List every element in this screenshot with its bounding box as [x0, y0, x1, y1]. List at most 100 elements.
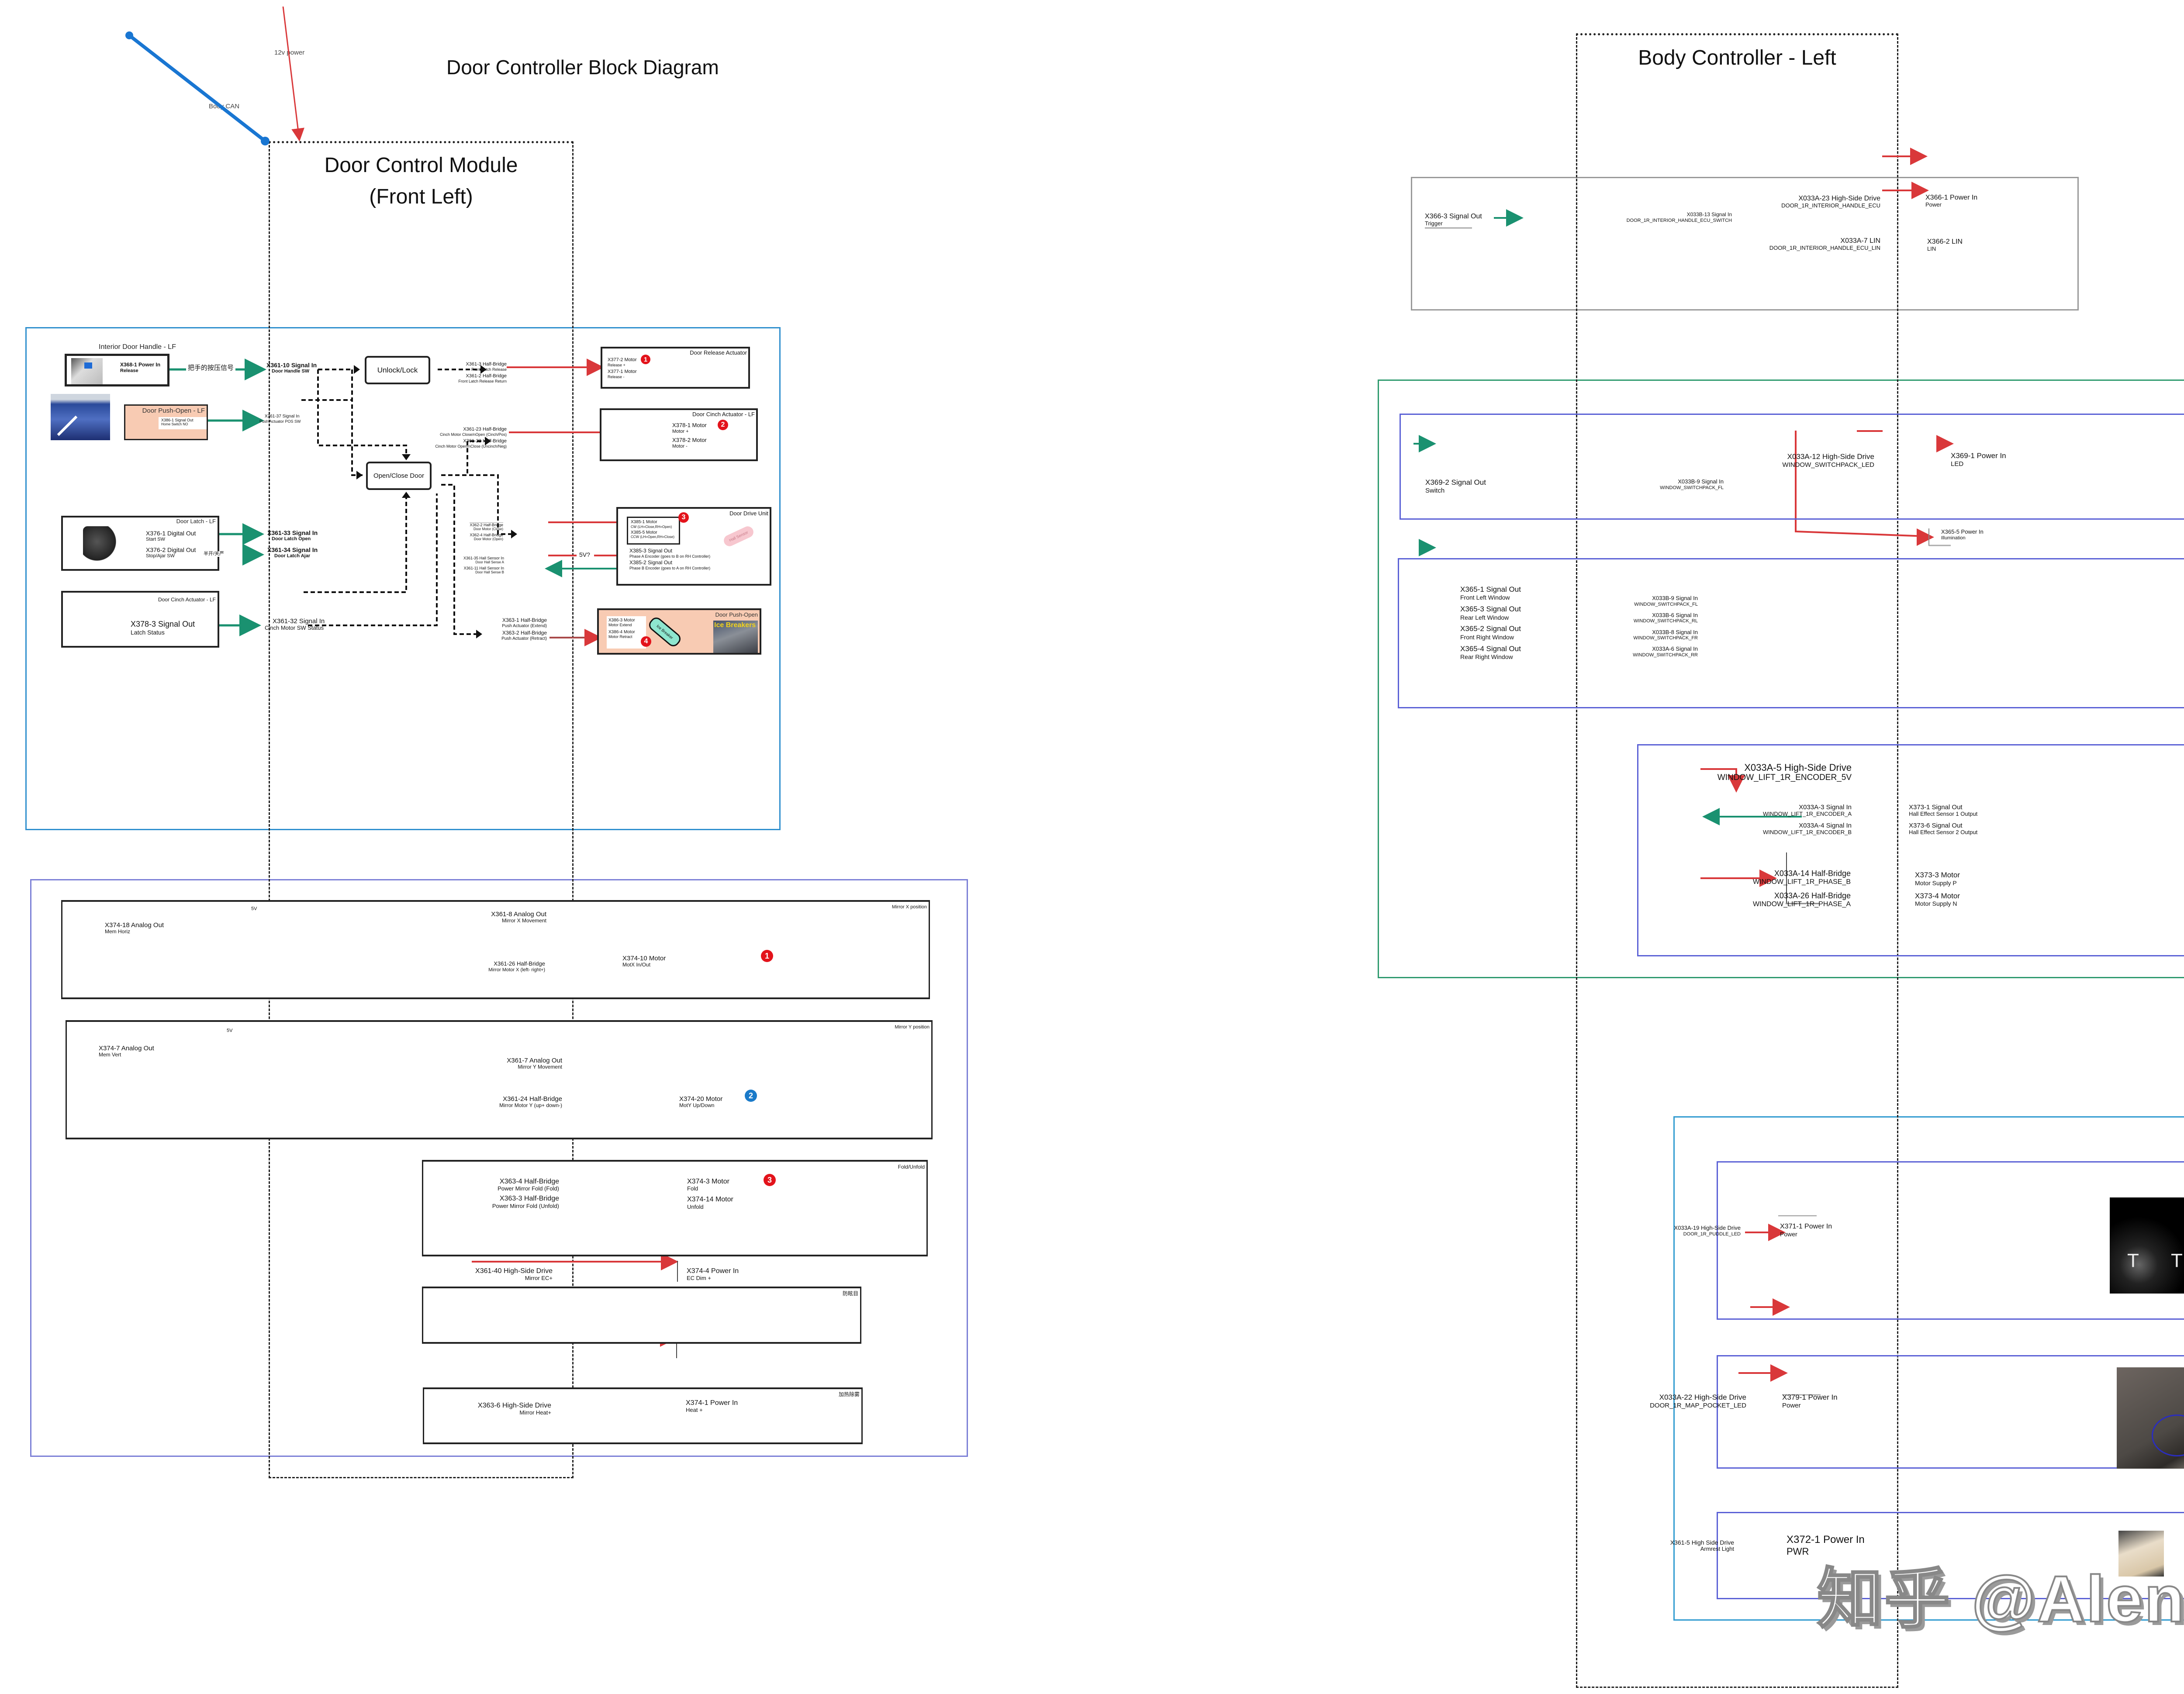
door-drive-unit-block: Door Drive Unit X385-1 Motor CW (LH=Clos… — [616, 507, 771, 586]
mirror-ec-drive: X361-40 High-Side Drive Mirror EC+ — [475, 1267, 553, 1282]
badge-2: 2 — [718, 420, 728, 430]
push-open-lf-header: Door Push-Open - LF — [142, 407, 205, 414]
switchpack-inputs: X033B-9 Signal In WINDOW_SWITCHPACK_FL X… — [1633, 595, 1698, 658]
door-motor-sub-block: X385-1 Motor CW (LH=Close,RH=Open) X385-… — [627, 517, 680, 545]
switchpack-led-drive: X033A-12 High-Side Drive WINDOW_SWITCHPA… — [1782, 452, 1874, 469]
mirror-x-block: Mirror X position — [61, 900, 930, 999]
body-controller-outline — [1576, 33, 1898, 1688]
mirror-x-source: X374-18 Analog Out Mem Horiz — [105, 921, 164, 935]
mirror-heat-drive: X363-6 High-Side Drive Mirror Heat+ — [477, 1402, 551, 1416]
bc-handle-drive-power: X033A-23 High-Side Drive DOOR_1R_INTERIO… — [1781, 195, 1880, 209]
mirror-heat-block: 加热除雾 — [423, 1387, 863, 1444]
mirror-fold-drives: X363-4 Half-Bridge Power Mirror Fold (Fo… — [492, 1178, 559, 1209]
cinch-status-block: Door Cinch Actuator - LF X378-3 Signal O… — [61, 591, 219, 648]
armrest-light-block — [1717, 1512, 2184, 1599]
bc-handle-trigger: X366-3 Signal Out Trigger — [1425, 213, 1482, 227]
hall-supply-label: 5V? — [577, 551, 592, 559]
door-handle-photo — [71, 358, 103, 384]
map-pocket-photo — [2117, 1367, 2184, 1469]
puddle-led-load: X371-1 Power In Power — [1780, 1223, 1832, 1238]
mirror-functions-group — [30, 879, 968, 1457]
mirror-fold-block: Fold/Unfold — [422, 1160, 928, 1256]
window-lift-motor-pins: X373-3 Motor Motor Supply P X373-4 Motor… — [1915, 871, 1960, 907]
armrest-photo — [2118, 1531, 2164, 1577]
handle-press-signal-label: 把手的按压信号 — [186, 364, 236, 372]
page-title: Door Controller Block Diagram — [446, 56, 719, 79]
door-latch-header: Door Latch - LF — [176, 518, 216, 524]
mirror-x-dcm-in: X361-8 Analog Out Mirror X Movement — [491, 911, 546, 924]
mirror-heat-load: X374-1 Power In Heat + — [686, 1399, 738, 1414]
watermark: 知乎 @Alenleh — [1816, 1561, 2184, 1636]
mirror-fold-motors: X374-3 Motor Fold X374-14 Motor Unfold — [687, 1178, 733, 1210]
window-group — [1378, 380, 2184, 978]
window-lift-block — [1637, 744, 2184, 956]
switchpack-illumination: X365-5 Power In Illumination — [1941, 528, 1984, 541]
logo-icon: T — [2171, 1250, 2183, 1271]
bc-handle-load-power: X366-1 Power In Power — [1925, 194, 1978, 208]
mirror-y-dcm-in: X361-7 Analog Out Mirror Y Movement — [507, 1057, 562, 1070]
dcm-title: Door Control Module (Front Left) — [269, 150, 574, 213]
release-actuator-pins: X377-2 Motor Release + X377-1 Motor Rele… — [608, 357, 637, 379]
output-push-actuator: X363-1 Half-Bridge Push Actuator (Extend… — [501, 617, 547, 642]
door-control-module-outline — [269, 141, 574, 1478]
map-pocket-led-drive: X033A-22 High-Side Drive DOOR_1R_MAP_POC… — [1650, 1393, 1746, 1409]
mirror-y-source: X374-7 Analog Out Mem Vert — [99, 1045, 154, 1058]
switchpack-led-load: X369-1 Power In LED — [1951, 452, 2006, 468]
door-exterior-photo — [51, 394, 110, 440]
interior-handle-pin: X368-1 Power In Release — [120, 362, 161, 373]
mirror-y-block: Mirror Y position — [66, 1020, 933, 1139]
mirror-badge-1: 1 — [761, 950, 773, 962]
map-pocket-led-load: X379-1 Power In Power — [1782, 1393, 1838, 1409]
window-lift-encoder-supply: X033A-5 High-Side Drive WINDOW_LIFT_1R_E… — [1717, 762, 1852, 783]
mirror-x-header: Mirror X position — [892, 904, 927, 910]
cinch-status-pin: X378-3 Signal Out Latch Status — [131, 620, 195, 636]
ice-breakers-photo: Ice Breakers — [713, 621, 758, 653]
open-close-door-function: Open/Close Door — [366, 462, 432, 490]
logo-icon: T — [2127, 1250, 2139, 1271]
badge-3: 3 — [678, 512, 689, 523]
output-door-motor: X362-2 Half-Bridge Door Motor (Close) X3… — [470, 522, 503, 541]
lighting-group — [1673, 1116, 2184, 1621]
mirror-fold-header: Fold/Unfold — [898, 1164, 925, 1170]
mirror-ec-block: 防眩目 — [422, 1287, 861, 1344]
puddle-led-drive: X033A-19 High-Side Drive DOOR_1R_PUDDLE_… — [1674, 1225, 1741, 1237]
highlight-circle — [2152, 1415, 2184, 1456]
switchpack-led-block — [1400, 414, 2184, 520]
window-lift-phase-drives: X033A-14 Half-Bridge WINDOW_LIFT_1R_PHAS… — [1752, 869, 1851, 908]
can-bus-label: Body CAN — [209, 103, 240, 110]
mirror-x-motor: X374-10 Motor MotX In/Out — [622, 955, 666, 968]
armrest-light-drive: X361-5 High Side Drive Armrest Light — [1670, 1539, 1734, 1553]
door-drive-unit-header: Door Drive Unit — [729, 510, 768, 517]
switchpack-led-input: X033B-9 Signal In WINDOW_SWITCHPACK_FL — [1660, 478, 1724, 490]
push-open-pins: X386-3 Motor Motor Extend X386-4 Motor M… — [607, 616, 646, 649]
dcm-input-latch-open: X361-33 Signal In Door Latch Open — [267, 529, 318, 542]
door-latch-photo — [83, 526, 118, 565]
mirror-y-supply: 5V — [225, 1028, 235, 1034]
puddle-light-photo: T T — [2110, 1197, 2184, 1294]
map-pocket-led-block — [1717, 1355, 2184, 1469]
drive-unit-signal-pins: X385-3 Signal Out Phase A Encoder (goes … — [629, 548, 711, 570]
mirror-badge-2: 2 — [745, 1090, 757, 1102]
release-actuator-header: Door Release Actuator — [690, 349, 747, 356]
latch-ajar-label: 半开/关严 — [204, 551, 225, 557]
window-lift-hall-outputs: X373-1 Signal Out Hall Effect Sensor 1 O… — [1909, 804, 1978, 836]
bc-handle-load-lin: X366-2 LIN LIN — [1927, 238, 1963, 252]
dcm-input-latch-ajar: X361-34 Signal In Door Latch Ajar — [267, 546, 318, 559]
window-lift-encoder-inputs: X033A-3 Signal In WINDOW_LIFT_1R_ENCODER… — [1763, 804, 1852, 836]
badge-4: 4 — [641, 636, 651, 647]
door-latch-block: Door Latch - LF X376-1 Digital Out Start… — [61, 516, 219, 571]
cinch-actuator-pins: X378-1 Motor Motor + X378-2 Motor Motor … — [672, 422, 707, 449]
dcm-input-handle-sw: X361-10 Signal In Door Handle SW — [266, 362, 317, 374]
input-hall-sensor: X361-35 Hall Sensor In Door Hall Sense A… — [463, 556, 504, 574]
interior-handle-header: Interior Door Handle - LF — [99, 343, 176, 351]
release-actuator-block: Door Release Actuator X377-2 Motor Relea… — [601, 347, 750, 389]
dcm-input-push-pos: X361-37 Signal In Push Actuator POS SW — [259, 414, 301, 424]
output-latch-release: X361-3 Half-Bridge Front Latch Release X… — [458, 362, 507, 383]
mirror-y-motor: X374-20 Motor MotY Up/Down — [679, 1095, 723, 1109]
door-latch-pin-2: X376-2 Digital Out Stop/Ajar SW — [146, 546, 196, 559]
bc-handle-drive-lin: X033A-7 LIN DOOR_1R_INTERIOR_HANDLE_ECU_… — [1769, 237, 1880, 252]
press-point-icon — [84, 362, 92, 369]
unlock-lock-function: Unlock/Lock — [365, 356, 430, 384]
cinch-actuator-header: Door Cinch Actuator - LF — [692, 411, 755, 417]
interior-handle-block: X368-1 Power In Release — [65, 354, 169, 386]
